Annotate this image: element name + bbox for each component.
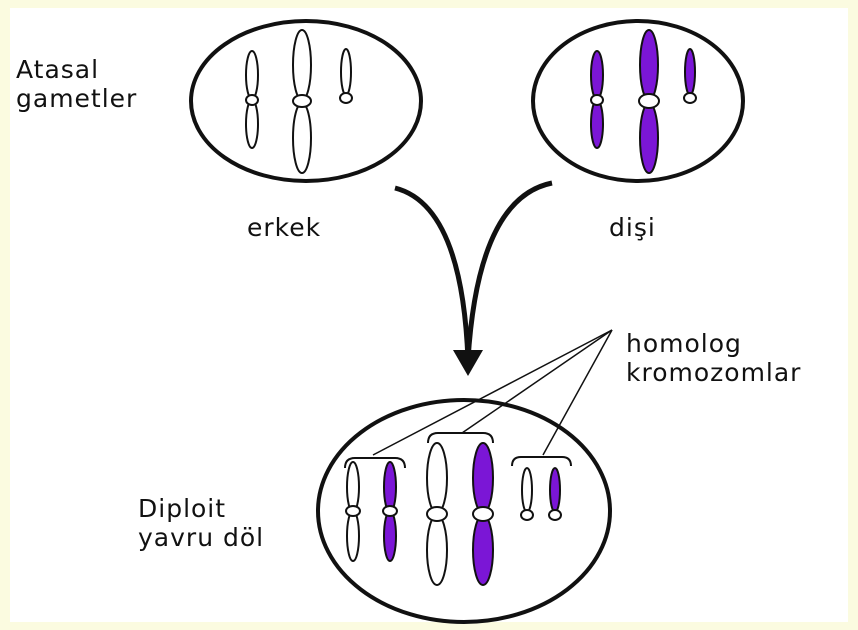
offspring-large-maternal: [473, 443, 493, 585]
male-chromosome-large: [293, 30, 311, 173]
offspring-label-line1: Diploit: [138, 494, 226, 523]
male-label: erkek: [247, 213, 321, 242]
homologous-label-line2: kromozomlar: [626, 358, 801, 387]
homologous-label-line1: homolog: [626, 329, 742, 358]
male-to-zygote-curve: [395, 188, 468, 360]
offspring-large-paternal: [427, 443, 447, 585]
female-to-zygote-curve: [468, 183, 552, 360]
female-chromosome-small: [591, 51, 603, 148]
offspring-label-line2: yavru döl: [138, 523, 264, 552]
male-chromosome-tiny: [340, 49, 352, 103]
offspring-tiny-paternal: [521, 468, 533, 520]
female-chromosome-tiny: [684, 49, 696, 103]
bracket-tiny-pair: [512, 457, 571, 466]
homolog-brackets: [345, 433, 571, 468]
offspring-tiny-maternal: [549, 468, 561, 520]
homolog-pointer-lines: [373, 330, 612, 455]
female-chromosome-large: [639, 30, 659, 173]
female-label: dişi: [609, 213, 656, 242]
arrow-head: [453, 350, 483, 376]
male-chromosome-small: [246, 51, 258, 148]
parent-gametes-label-line1: Atasal: [16, 55, 99, 84]
offspring-small-paternal: [346, 462, 360, 561]
offspring-small-maternal: [383, 462, 397, 561]
parent-gametes-label-line2: gametler: [16, 84, 137, 113]
bracket-large-pair: [428, 433, 493, 443]
